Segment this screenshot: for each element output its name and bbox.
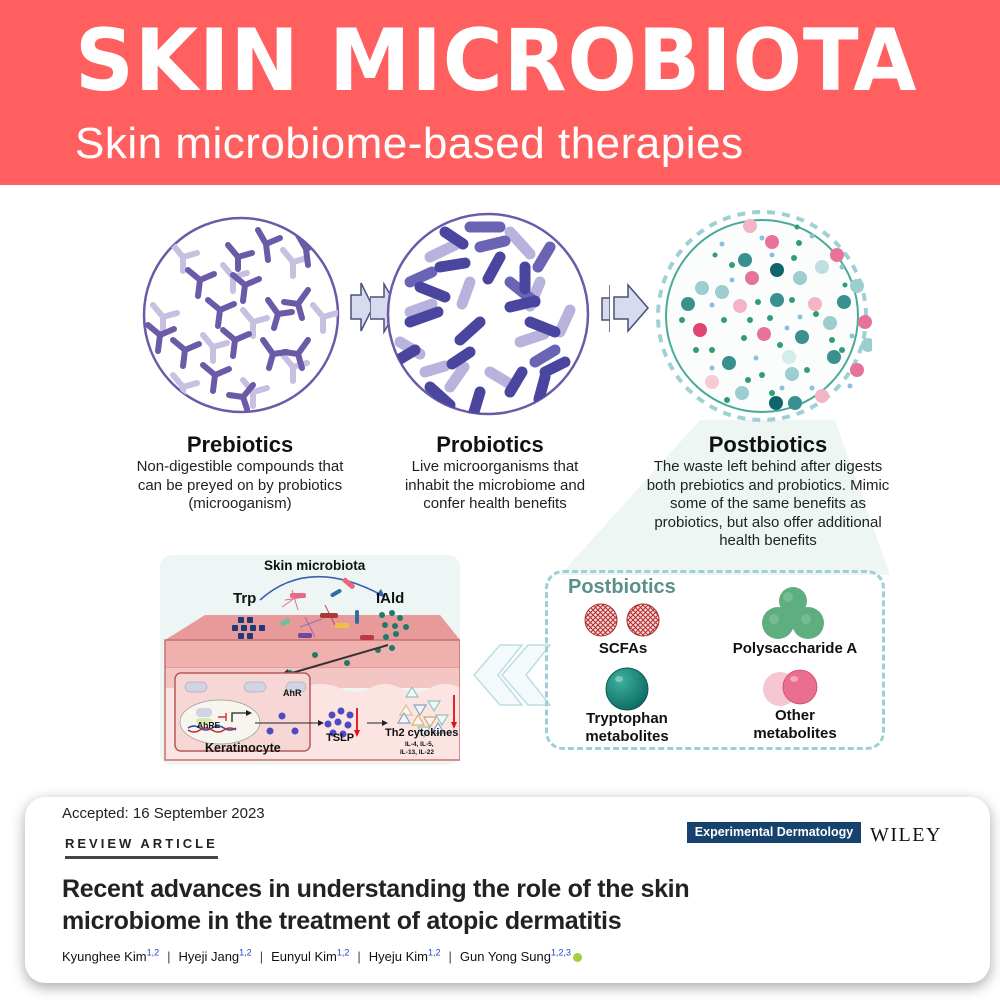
- rod-bacteria-circle-icon: [370, 212, 610, 416]
- desc-line: probiotics, but also offer additional: [654, 513, 882, 531]
- tryptophan-metabolites-label: Tryptophan metabolites: [572, 710, 682, 746]
- ahr-label: AhR: [283, 688, 302, 698]
- label-line: Other: [774, 707, 815, 724]
- author-separator: |: [448, 949, 452, 965]
- th2-cytokines-label: Th2 cytokines: [385, 727, 459, 739]
- zoom-cone-graphic: [560, 420, 890, 575]
- postbiotics-description: The waste left behind after digests both…: [618, 458, 918, 551]
- metabolite-dots-circle-icon: [656, 210, 872, 422]
- desc-line: some of the same benefits as: [670, 495, 866, 512]
- label-line: Tryptophan: [586, 710, 668, 727]
- author-separator: |: [357, 949, 361, 965]
- label-line: metabolites: [585, 728, 669, 745]
- author-affiliation: 1,2: [427, 948, 441, 958]
- scfa-mesh-spheres-icon: [584, 603, 660, 637]
- author[interactable]: Hyeji Jang1,2: [178, 948, 252, 965]
- author[interactable]: Eunyul Kim1,2: [271, 948, 350, 965]
- desc-line: Non-digestible compounds that: [136, 458, 344, 475]
- author-affiliation: 1,2: [336, 948, 350, 958]
- author-affiliation: 1,2: [239, 948, 252, 958]
- keratinocyte-label: Keratinocyte: [205, 741, 281, 755]
- author-name: Kyunghee Kim: [62, 949, 147, 965]
- orcid-icon[interactable]: [573, 953, 583, 963]
- iald-label: IAld: [376, 590, 405, 607]
- author-separator: |: [167, 949, 171, 965]
- probiotics-title: Probiotics: [436, 432, 544, 457]
- postbiotics-title: Postbiotics: [708, 432, 828, 457]
- scfas-label: SCFAs: [598, 640, 648, 657]
- accepted-date: Accepted: 16 September 2023: [62, 805, 265, 822]
- desc-line: both prebiotics and probiotics. Mimic: [646, 476, 890, 494]
- author-separator: |: [259, 949, 264, 965]
- cytokines-line-1: IL-4, IL-5,: [405, 741, 434, 748]
- desc-line: health benefits: [719, 532, 817, 549]
- polysaccharide-cluster-icon: [762, 587, 824, 639]
- publisher-logo: WILEY: [870, 824, 942, 846]
- ahre-label: AhRE: [197, 720, 221, 730]
- author[interactable]: Gun Yong Sung1,2,3: [459, 948, 572, 965]
- header-banner: SKIN MICROBIOTA Skin microbiome-based th…: [0, 0, 1000, 185]
- author[interactable]: Hyeju Kim1,2: [368, 948, 441, 965]
- polysaccharide-a-label: Polysaccharide A: [732, 640, 858, 657]
- double-chevron-left-icon: [473, 644, 552, 706]
- author-name: Gun Yong Sung: [459, 949, 551, 965]
- author-list: Kyunghee Kim1,2|Hyeji Jang1,2|Eunyul Kim…: [62, 948, 583, 965]
- desc-line: can be preyed on by probiotics: [137, 476, 343, 494]
- teal-sphere-icon: [605, 667, 649, 711]
- banner-subtitle: Skin microbiome-based therapies: [75, 119, 744, 168]
- y-shaped-fiber-molecules-circle-icon: [142, 216, 373, 414]
- author-name: Hyeju Kim: [368, 949, 428, 965]
- tslp-label: TSLP: [326, 732, 355, 744]
- skin-layer-diagram: [164, 575, 460, 761]
- desc-line: The waste left behind after digests: [653, 458, 883, 475]
- arrow-right-icon: [613, 283, 649, 333]
- postbiotics-box: [545, 570, 885, 750]
- prebiotics-title: Prebiotics: [186, 432, 294, 457]
- author[interactable]: Kyunghee Kim1,2: [62, 948, 160, 965]
- probiotics-description: Live microorganisms that inhabit the mic…: [375, 458, 615, 514]
- other-metabolites-label: Other metabolites: [740, 707, 850, 743]
- author-name: Eunyul Kim: [271, 949, 337, 965]
- desc-line: inhabit the microbiome and: [404, 476, 586, 494]
- desc-line: Live microorganisms that: [411, 458, 579, 475]
- cytokines-line-2: IL-13, IL-22: [400, 749, 434, 756]
- skin-microbiota-label: Skin microbiota: [264, 558, 366, 573]
- arrow-right-icon: [601, 285, 610, 332]
- desc-line: (microoganism): [188, 495, 292, 512]
- desc-line: confer health benefits: [423, 495, 567, 512]
- arrow-right-icon: [350, 282, 373, 332]
- label-line: metabolites: [753, 725, 837, 742]
- postbiotics-box-title: Postbiotics: [568, 576, 676, 598]
- pink-spheres-icon: [763, 669, 818, 706]
- banner-title: SKIN MICROBIOTA: [75, 11, 918, 111]
- article-title: Recent advances in understanding the rol…: [62, 875, 690, 935]
- article-type: REVIEW ARTICLE: [65, 836, 218, 859]
- author-affiliation: 1,2,3: [550, 948, 572, 958]
- author-affiliation: 1,2: [146, 948, 160, 958]
- journal-badge: Experimental Dermatology: [687, 822, 861, 843]
- trp-label: Trp: [233, 590, 257, 607]
- author-name: Hyeji Jang: [178, 949, 240, 965]
- prebiotics-description: Non-digestible compounds that can be pre…: [105, 458, 375, 514]
